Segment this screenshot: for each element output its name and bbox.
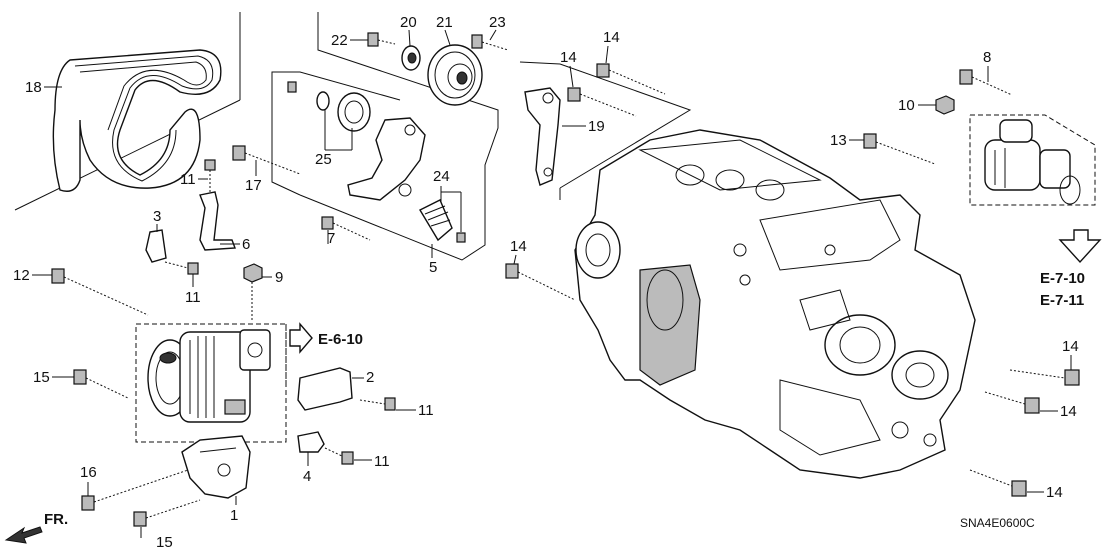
bracket-2 [297,367,396,411]
bracket-6 [199,191,236,251]
bolt-22 [367,32,396,47]
bracket-19 [524,87,561,186]
callout-14-f: 14 [1046,484,1063,501]
stay-4 [297,431,354,465]
callout-14-a: 14 [603,29,620,46]
tensioner-spring-24 [419,199,466,243]
callout-4: 4 [303,468,311,485]
bolt-14-right-2 [984,391,1040,414]
callout-16: 16 [80,464,97,481]
callout-12: 12 [13,267,30,284]
stay-3 [145,229,199,275]
callout-6: 6 [242,236,250,253]
bolt-23 [471,34,509,51]
callout-11-a: 11 [180,171,196,188]
callout-11-c: 11 [418,402,434,419]
callout-24: 24 [433,168,450,185]
callout-14-b: 14 [560,49,577,66]
bolt-16 [81,469,189,511]
alternator-bracket-1 [181,435,251,499]
callout-14-d: 14 [1062,338,1079,355]
callout-22: 22 [331,32,348,49]
ref-e-7-11: E-7-11 [1040,292,1084,309]
nut-9 [243,263,263,320]
callout-10: 10 [898,97,915,114]
callout-11-b: 11 [185,289,201,306]
callout-9: 9 [275,269,283,286]
ref-arrow-e-6-10: E-6-10 [289,322,363,354]
callout-15-b: 15 [156,534,173,551]
front-label: FR. [44,511,68,528]
callout-13: 13 [830,132,847,149]
callout-15-a: 15 [33,369,50,386]
ref-e-7-10: E-7-10 [1040,270,1085,287]
callout-11-d: 11 [374,453,390,470]
tensioner-frame [271,12,692,261]
tensioner-arm [347,117,426,201]
callout-3: 3 [153,208,161,225]
bolt-14-left [505,263,576,301]
bolt-14-right-3 [969,469,1027,497]
diagram-code: SNA4E0600C [960,516,1035,530]
callout-21: 21 [436,14,453,31]
ref-arrow-e-7: E-7-10 E-7-11 [1040,229,1102,309]
callout-14-e: 14 [1060,403,1077,420]
callout-18: 18 [25,79,42,96]
bolt-15-upper [73,369,129,399]
callout-23: 23 [489,14,506,31]
callout-17: 17 [245,177,262,194]
callout-25: 25 [315,151,332,168]
callout-5: 5 [429,259,437,276]
bolt-15-lower [133,499,201,527]
callout-2: 2 [366,369,374,386]
callout-14-c: 14 [510,238,527,255]
starter-motor [984,119,1081,205]
callout-20: 20 [400,14,417,31]
bolt-17 [232,145,301,175]
callout-19: 19 [588,118,605,135]
bolt-8 [959,69,1013,96]
starter-motor-frame [969,114,1096,206]
tensioner-pulley-25 [287,81,371,132]
bolt-13 [863,133,936,165]
idler-pulley-21 [427,44,483,106]
bolt-12 [51,268,149,316]
bolt-14-top-right [596,63,666,95]
bolt-14-right-1 [1009,369,1080,386]
ref-e-6-10: E-6-10 [318,331,363,348]
callout-8: 8 [983,49,991,66]
drive-belt: 18 [14,12,241,211]
engine-assembly [574,129,976,479]
bolt-11-upper [204,159,216,192]
washer-20 [401,45,421,71]
bolt-14-top-left [567,87,637,117]
alternator [147,329,271,423]
bolt-7 [321,216,371,241]
callout-7: 7 [327,230,335,247]
callout-1: 1 [230,507,238,524]
front-arrow: FR. [4,511,68,544]
nut-10 [935,95,955,115]
